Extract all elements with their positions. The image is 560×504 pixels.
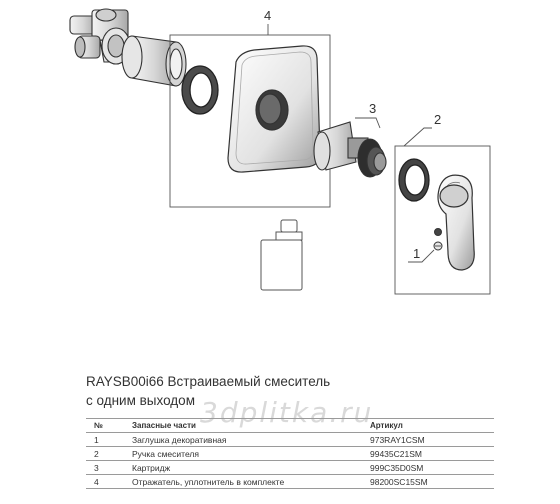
row-num: 4 — [86, 474, 130, 489]
table-row: 2 Ручка смесителя 99435C21SM — [86, 446, 494, 461]
row-name: Картридж — [130, 460, 368, 475]
table-header-row: № Запасные части Артикул — [86, 418, 494, 433]
cartridge — [313, 121, 387, 178]
header-num: № — [86, 418, 130, 433]
row-num: 3 — [86, 460, 130, 475]
valve-body — [69, 8, 131, 65]
escutcheon-plate — [227, 45, 321, 173]
row-code: 99435C21SM — [368, 446, 494, 461]
part-2-frame — [394, 145, 491, 295]
row-num: 2 — [86, 446, 130, 461]
product-caption: RAYSB00i66 Встраиваемый смеситель с одни… — [86, 372, 486, 410]
callout-1: 1 — [413, 246, 420, 261]
row-num: 1 — [86, 432, 130, 447]
callout-2: 2 — [434, 112, 441, 127]
row-code: 98200SC15SM — [368, 474, 494, 489]
table-row: 4 Отражатель, уплотнитель в комплекте 98… — [86, 474, 494, 489]
row-name: Ручка смесителя — [130, 446, 368, 461]
spare-parts-table: № Запасные части Артикул 1 Заглушка деко… — [86, 418, 494, 489]
row-name: Отражатель, уплотнитель в комплекте — [130, 474, 368, 489]
callout-4: 4 — [264, 8, 271, 23]
header-code: Артикул — [368, 418, 494, 433]
row-code: 999C35D0SM — [368, 460, 494, 475]
row-code: 973RAY1CSM — [368, 432, 494, 447]
lever-handle — [437, 174, 475, 271]
callout-3: 3 — [369, 101, 376, 116]
caption-line-1: RAYSB00i66 Встраиваемый смеситель — [86, 374, 331, 389]
silicone-tube — [260, 219, 303, 291]
header-name: Запасные части — [130, 418, 368, 433]
handle-collar — [398, 158, 430, 202]
row-name: Заглушка декоративная — [130, 432, 368, 447]
sleeve — [121, 35, 187, 87]
seal-ring — [181, 65, 219, 115]
part-4-frame — [169, 34, 331, 208]
table-row: 1 Заглушка декоративная 973RAY1CSM — [86, 432, 494, 447]
screw — [433, 228, 443, 251]
table-row: 3 Картридж 999C35D0SM — [86, 460, 494, 475]
caption-line-2: с одним выходом — [86, 393, 195, 408]
exploded-view-drawing: 4 3 2 1 — [69, 8, 491, 295]
